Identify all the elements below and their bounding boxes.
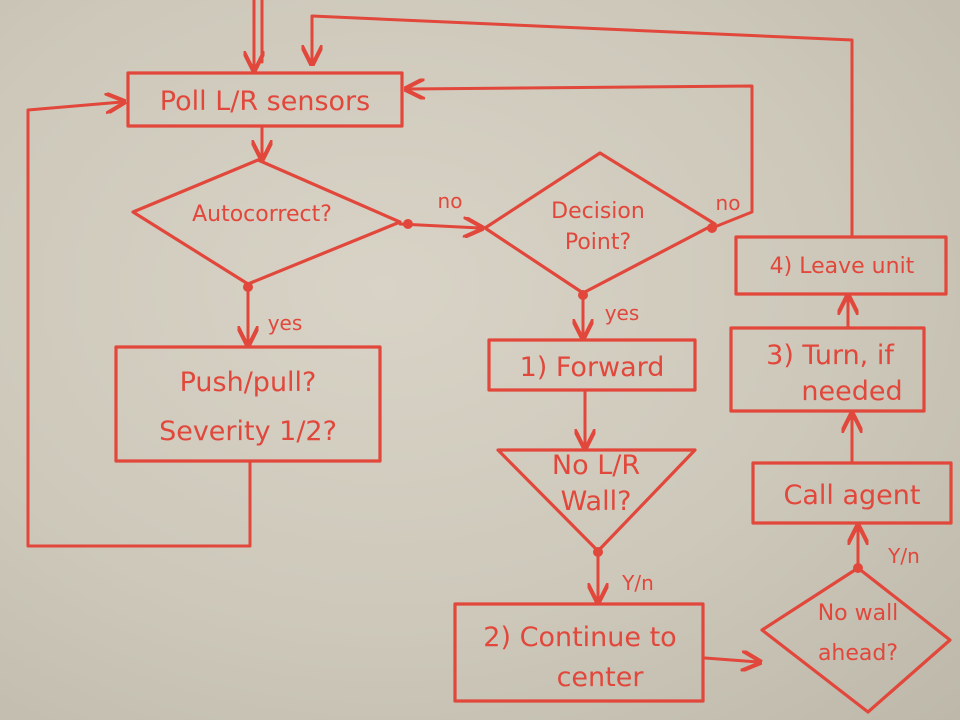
no-lr-wall-diamond xyxy=(496,448,697,553)
turn-box xyxy=(729,326,926,413)
decision-no-dot xyxy=(707,223,717,233)
decision-yes-label: yes xyxy=(605,301,640,325)
autocorrect-no-arrow xyxy=(398,224,480,228)
no-wall-ahead-diamond xyxy=(760,566,952,714)
nowall-label-2: ahead? xyxy=(818,641,898,666)
continue-label-2: center xyxy=(557,662,645,693)
poll-sensors-box xyxy=(126,71,404,128)
autocorrect-no-dot xyxy=(403,219,413,229)
push-pull-label-1: Push/pull? xyxy=(180,367,317,398)
poll-label: Poll L/R sensors xyxy=(160,86,370,117)
decision-label-1: Decision xyxy=(551,199,645,224)
autocorrect-yes-dot xyxy=(243,282,253,292)
turn-label-2: needed xyxy=(801,376,902,407)
continue-box xyxy=(453,602,705,703)
nowall-yn-label: Y/n xyxy=(887,544,920,568)
push-pull-label-2: Severity 1/2? xyxy=(159,416,337,447)
call-agent-label: Call agent xyxy=(784,480,921,511)
continue-label-1: 2) Continue to xyxy=(483,622,676,653)
decision-no-loop-arrow xyxy=(408,86,754,230)
leave-unit-label: 4) Leave unit xyxy=(770,254,915,279)
nowall-yn-dot xyxy=(853,563,863,573)
decision-yes-dot xyxy=(578,290,588,300)
turn-label-1: 3) Turn, if xyxy=(766,340,895,371)
nolr-label-1: No L/R xyxy=(552,450,640,481)
decision-no-label: no xyxy=(716,191,741,215)
nowall-label-1: No wall xyxy=(818,601,899,626)
forward-label: 1) Forward xyxy=(520,352,665,383)
nolr-yn-dot xyxy=(593,547,603,557)
leave-loop-arrow xyxy=(312,14,854,238)
nolr-label-2: Wall? xyxy=(561,486,632,517)
decision-label-2: Point? xyxy=(565,230,631,255)
autocorrect-yes-label: yes xyxy=(268,311,303,335)
call-agent-box xyxy=(751,461,953,525)
continue-to-nowall-arrow xyxy=(703,658,758,662)
autocorrect-no-label: no xyxy=(438,189,463,213)
autocorrect-label: Autocorrect? xyxy=(192,202,332,227)
nolr-yn-label: Y/n xyxy=(621,571,654,595)
push-pull-loop-arrow xyxy=(26,102,252,548)
